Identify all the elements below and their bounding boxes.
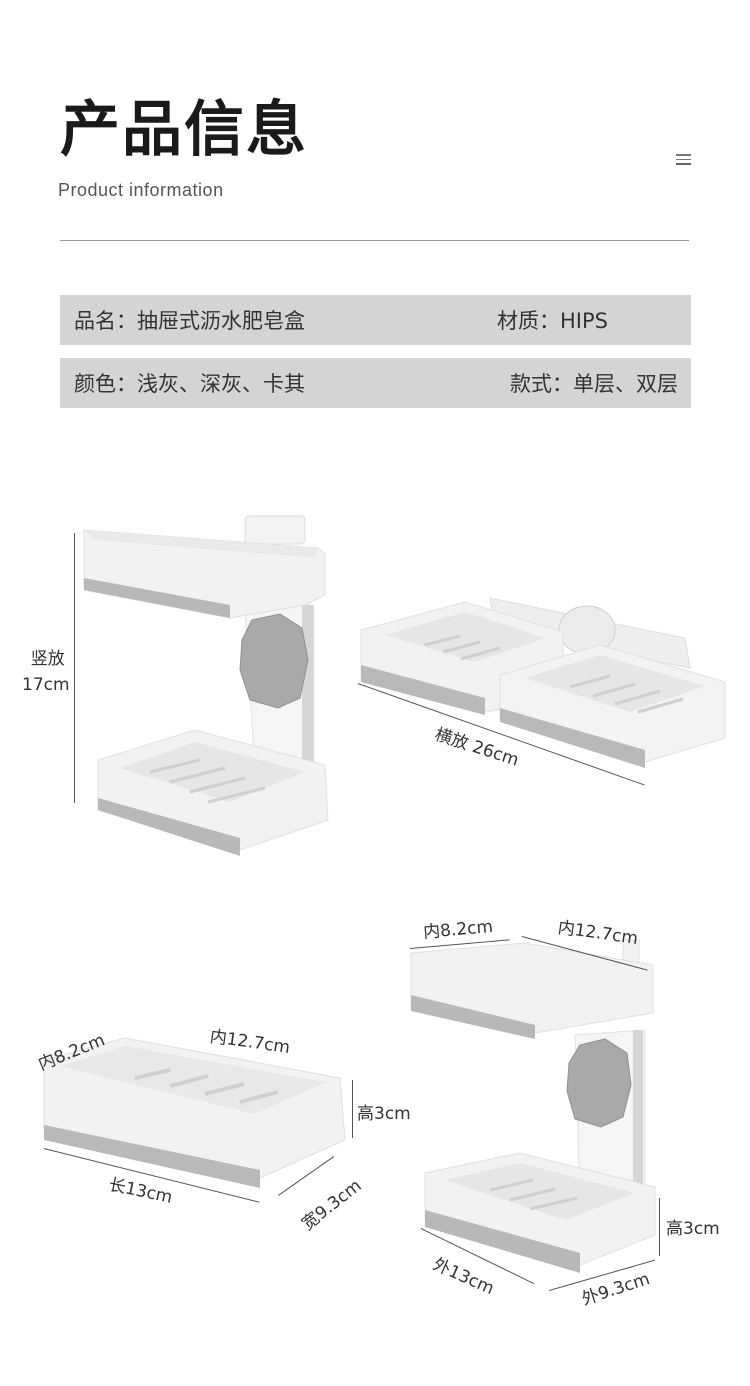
material-field: 材质：HIPS — [497, 305, 608, 335]
page-subtitle: Product information — [58, 180, 224, 200]
double-height-line — [659, 1198, 660, 1256]
vertical-soapbox-image — [83, 515, 329, 856]
product-name-field: 品名：抽屉式沥水肥皂盒 — [74, 305, 305, 335]
vertical-label-line2: 17cm — [22, 675, 70, 695]
color-field: 颜色：浅灰、深灰、卡其 — [74, 368, 305, 398]
vertical-dimension-label: 竖放 17cm — [22, 646, 70, 698]
page-title: 产品信息 — [60, 95, 308, 165]
single-height-line — [352, 1080, 353, 1138]
single-soapbox-image — [43, 1037, 346, 1188]
product-name-label: 品名： — [74, 309, 137, 333]
color-label: 颜色： — [74, 372, 137, 396]
style-label: 款式： — [510, 372, 573, 396]
header-divider — [60, 240, 689, 241]
double-soapbox-image — [410, 939, 656, 1273]
style-value: 单层、双层 — [573, 372, 678, 396]
vertical-label-line1: 竖放 — [30, 649, 65, 669]
single-height-label: 高3cm — [357, 1104, 411, 1124]
horizontal-soapbox-image — [360, 597, 726, 768]
double-height-label: 高3cm — [666, 1219, 720, 1239]
product-name-value: 抽屉式沥水肥皂盒 — [137, 309, 305, 333]
info-row-name-material: 品名：抽屉式沥水肥皂盒 材质：HIPS — [60, 295, 691, 345]
material-label: 材质： — [497, 309, 561, 333]
style-field: 款式：单层、双层 — [510, 368, 678, 398]
color-value: 浅灰、深灰、卡其 — [137, 372, 305, 396]
vertical-dimension-line — [74, 533, 75, 803]
hamburger-menu-icon[interactable] — [676, 154, 691, 166]
material-value: HIPS — [560, 309, 608, 333]
info-row-color-style: 颜色：浅灰、深灰、卡其 款式：单层、双层 — [60, 358, 691, 408]
